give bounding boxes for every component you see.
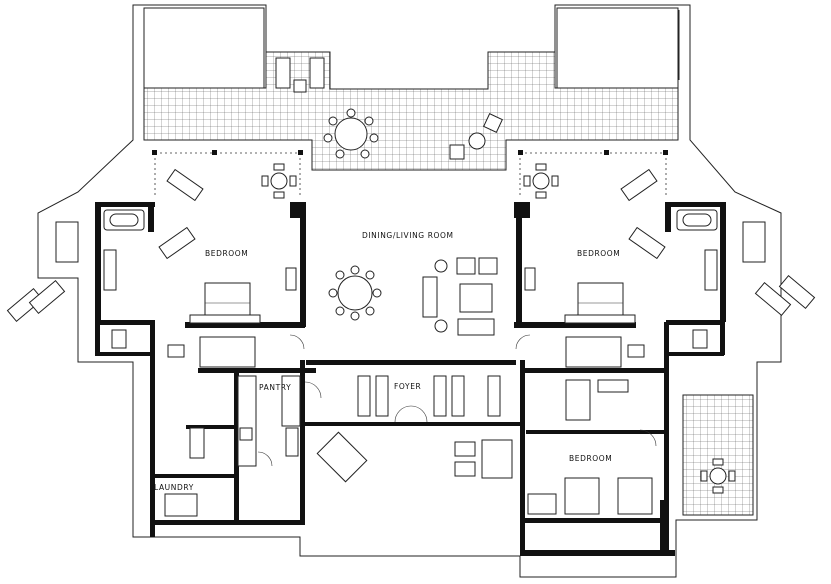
room-label-pantry: PANTRY xyxy=(259,383,291,392)
top-planters xyxy=(143,7,679,89)
walls xyxy=(95,202,726,556)
bed-icon xyxy=(527,379,653,515)
bed-icon xyxy=(524,267,645,368)
room-label-bedroom-east: BEDROOM xyxy=(577,249,620,258)
round-dining-table-icon xyxy=(700,458,736,494)
room-label-bedroom-south: BEDROOM xyxy=(569,454,612,463)
room-label-laundry: LAUNDRY xyxy=(154,483,194,492)
room-label-dining-living: DINING/LIVING ROOM xyxy=(362,231,454,240)
sofa-icon xyxy=(422,257,498,336)
round-dining-table-icon xyxy=(261,163,559,199)
terrace-railing xyxy=(152,150,668,196)
room-label-bedroom-west: BEDROOM xyxy=(205,249,248,258)
room-labels: BEDROOM DINING/LIVING ROOM BEDROOM PANTR… xyxy=(154,231,620,492)
round-dining-table-icon xyxy=(316,375,513,483)
bathtub-icon xyxy=(55,209,145,349)
round-dining-table-icon xyxy=(328,265,382,321)
lounge-chair-icon xyxy=(6,168,816,322)
door-swing-icon xyxy=(257,334,657,467)
bed-icon xyxy=(167,267,297,368)
round-dining-table-icon xyxy=(323,108,379,159)
room-label-foyer: FOYER xyxy=(394,382,421,391)
bathtub-icon xyxy=(676,209,766,349)
kitchen-fixtures xyxy=(164,375,301,517)
lounge-chair-icon xyxy=(275,57,503,160)
